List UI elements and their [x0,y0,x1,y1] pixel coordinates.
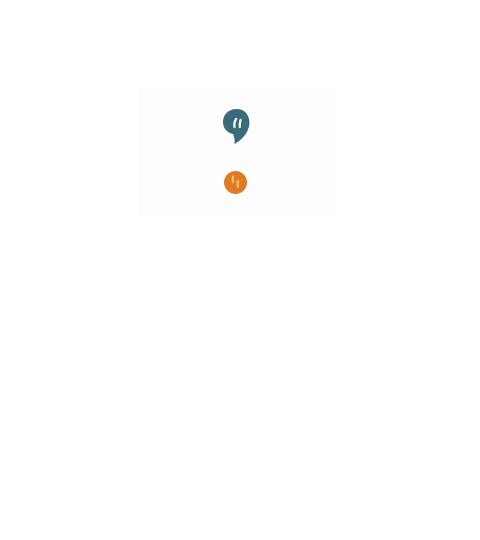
semicolon-icon [223,109,250,194]
dot-highlight [231,175,235,184]
semicolon-comma-shape [223,109,250,144]
comma-highlight [233,117,238,129]
comma-highlight [238,118,242,129]
semicolon-dot-shape [224,171,247,194]
